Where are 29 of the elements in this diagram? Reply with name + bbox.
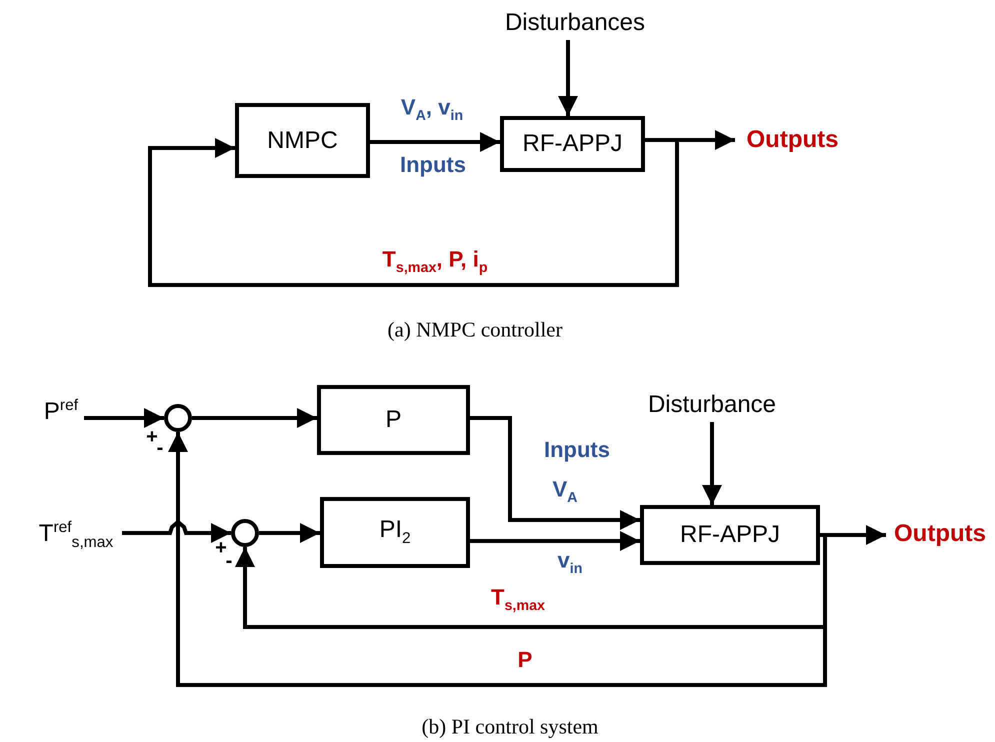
- arrow: [122, 519, 231, 543]
- sign-label: -: [226, 551, 232, 571]
- figure-caption: (a) NMPC controller: [388, 318, 562, 342]
- input-label: Disturbance: [628, 388, 796, 422]
- process-box: RF-APPJ: [640, 505, 820, 565]
- input-label: Disturbances: [488, 6, 662, 40]
- figure-caption: (b) PI control system: [422, 714, 598, 740]
- arrow: [470, 416, 640, 530]
- sign-label: -: [156, 438, 164, 458]
- summing-junction: [231, 519, 259, 547]
- arrow: [370, 132, 500, 152]
- arrow: [702, 422, 722, 505]
- process-box: RF-APPJ: [500, 116, 645, 172]
- process-box: NMPC: [235, 103, 370, 178]
- output-label: Outputs: [886, 518, 994, 550]
- output-label: Outputs: [735, 124, 850, 156]
- process-box: P: [317, 385, 470, 455]
- arrow: [259, 523, 320, 543]
- arrow: [558, 40, 578, 116]
- arrow: [84, 408, 164, 428]
- arrow: [192, 408, 317, 428]
- summing-junction: [164, 404, 192, 432]
- input-label: P$^{ref}$: [38, 394, 84, 428]
- arrow: [148, 138, 679, 287]
- sign-label: +: [215, 538, 227, 558]
- sign-label: +: [146, 427, 158, 447]
- arrow: [470, 531, 640, 551]
- arrow: [168, 432, 827, 687]
- process-box: PI$_{2}$: [320, 497, 470, 568]
